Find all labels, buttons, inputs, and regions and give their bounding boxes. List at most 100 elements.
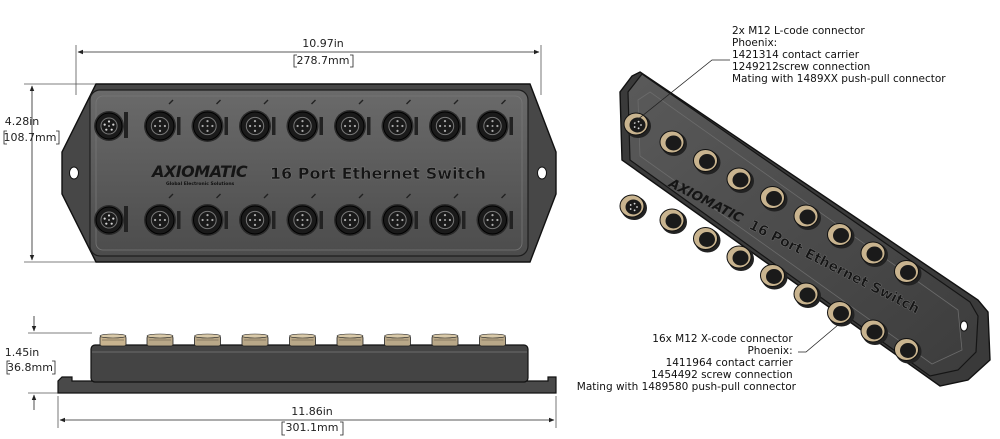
port-label-mark	[414, 117, 418, 135]
led-indicator	[358, 99, 364, 105]
connector-socket-ring	[435, 116, 455, 136]
width-dimension-in: 10.97in	[302, 37, 344, 50]
connector-pin	[301, 214, 304, 217]
connector-pin	[158, 223, 162, 226]
eth-connector-top-3	[239, 110, 271, 142]
power-callout-line-4: 1249212screw connection	[732, 61, 870, 73]
iso-connector-socket	[799, 209, 816, 225]
connector-pin	[486, 124, 489, 128]
connector-pin	[306, 124, 309, 128]
connector-pin	[496, 124, 499, 128]
connector-pin	[348, 120, 352, 123]
port-label-mark	[509, 211, 513, 229]
led-indicator	[501, 193, 506, 199]
port-label-mark	[462, 117, 466, 135]
connector-pin	[296, 218, 299, 222]
connector-pin	[439, 218, 442, 222]
connector-pin	[206, 129, 209, 132]
side-height-in: 1.45in	[5, 346, 40, 359]
mounting-hole-left	[69, 166, 79, 180]
connector-pin	[396, 120, 399, 123]
iso-face-edge	[637, 91, 963, 365]
iso-connector-pin	[629, 208, 632, 210]
connector-pin	[491, 120, 494, 123]
port-label-mark	[177, 211, 181, 229]
connector-pin	[301, 125, 304, 127]
power-connector-1	[94, 111, 124, 141]
iso-connector-pin	[633, 202, 636, 205]
iso-eth-top-4	[760, 186, 788, 212]
connector-pin	[301, 219, 304, 221]
connector-pin	[103, 123, 106, 126]
eth-connector-bottom-2	[191, 204, 224, 236]
eth-connector-top-4	[286, 110, 319, 142]
led-indicator	[216, 99, 221, 105]
iso-connector-socket	[833, 228, 849, 243]
connector-pin	[349, 219, 351, 221]
iso-eth-bottom-1	[659, 208, 687, 234]
connector-pin	[344, 218, 347, 222]
side-nut-top	[384, 333, 411, 339]
iso-connector-socket	[732, 172, 749, 188]
side-nut-top	[99, 333, 127, 339]
connector-socket-ring	[435, 210, 455, 230]
eth-connector-top-8	[476, 110, 509, 142]
side-width-mm: 301.1mm	[286, 421, 339, 434]
isometric-view: AXIOMATIC 16 Port Ethernet Switch	[619, 71, 991, 387]
connector-socket-ring	[245, 210, 265, 230]
connector-pin	[253, 223, 257, 226]
iso-eth-bottom-4	[760, 264, 788, 290]
iso-connector-socket	[900, 265, 916, 280]
connector-pin	[391, 218, 394, 222]
connector-pin	[353, 218, 356, 222]
connector-pin	[301, 120, 304, 123]
connector-pin	[486, 218, 489, 222]
connector-pin	[163, 218, 166, 222]
power-connector-2	[94, 205, 124, 235]
led-indicator	[406, 193, 411, 199]
connector-pin	[348, 129, 352, 132]
side-body	[90, 344, 529, 383]
iso-eth-top-5	[793, 204, 821, 230]
connector-pin	[396, 219, 399, 221]
led-indicator	[263, 193, 269, 199]
connector-pin	[154, 218, 157, 222]
port-label-mark	[224, 211, 228, 229]
connector-pin	[348, 214, 352, 217]
eth-connector-top-7	[429, 110, 461, 142]
eth-connector-top-1	[144, 110, 176, 142]
connector-pin	[301, 129, 304, 132]
connector-pin	[108, 219, 110, 221]
connector-pin	[253, 129, 257, 132]
eth-connector-top-5	[334, 110, 366, 142]
connector-pin	[491, 129, 494, 132]
eth-connector-bottom-8	[476, 204, 509, 236]
iso-eth-top-2	[693, 149, 721, 175]
port-label-mark	[224, 117, 228, 135]
connector-pin	[158, 120, 162, 123]
iso-connector-pin	[636, 206, 638, 208]
connector-pin	[108, 125, 110, 127]
side-eth-nut-5	[336, 333, 364, 347]
port-label-mark	[319, 211, 323, 229]
eth-callout-line-3: 1411964 contact carrier	[666, 357, 794, 369]
connector-pin	[391, 124, 394, 128]
connector-socket-ring	[198, 210, 217, 230]
side-power-nut	[99, 333, 127, 347]
connector-pin	[491, 223, 494, 226]
iso-connector-pin	[637, 120, 640, 123]
iso-eth-top-1	[659, 130, 687, 156]
callout-power-text: 2x M12 L-code connector Phoenix: 1421314…	[732, 25, 946, 85]
connector-pin	[158, 129, 162, 132]
height-dimension-mm: 108.7mm	[4, 131, 57, 144]
port-label-mark	[367, 211, 371, 229]
side-eth-nut-8	[479, 333, 506, 347]
iso-connector-socket	[699, 154, 715, 169]
side-eth-nut-1	[146, 333, 174, 347]
connector-pin	[159, 219, 161, 221]
led-indicator	[168, 193, 174, 199]
connector-socket-ring	[388, 116, 407, 136]
connector-socket-ring	[198, 116, 217, 136]
led-indicator	[263, 99, 269, 105]
side-width-mm-brackets	[281, 421, 344, 436]
